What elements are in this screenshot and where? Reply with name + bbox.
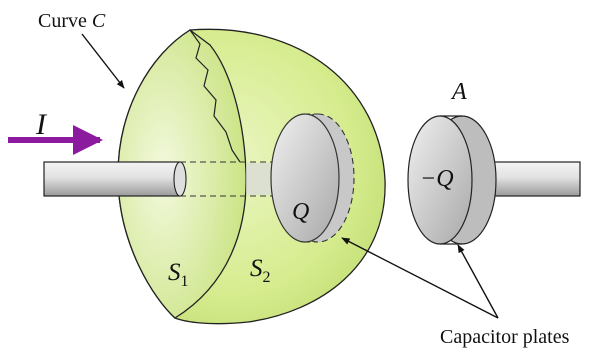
plates-pointer-right [457, 244, 499, 319]
point-a-label: A [450, 79, 467, 105]
left-plate-edge [305, 113, 318, 243]
charge-negative-label: −Q [420, 166, 454, 192]
left-wire-end-cap [173, 161, 187, 197]
curve-c-pointer [81, 33, 125, 89]
curve-c-label: Curve C [38, 10, 106, 32]
current-label: I [35, 108, 48, 141]
plates-pointer-left [341, 237, 499, 319]
capacitor-plates-caption: Capacitor plates [440, 326, 570, 348]
surface-s2-label: S2 [250, 255, 271, 286]
charge-positive-label: Q [292, 199, 309, 225]
surface-s1-label: S1 [168, 259, 189, 290]
s1-torn-edge [189, 29, 241, 163]
left-wire [43, 161, 181, 197]
right-plate-face [407, 115, 473, 245]
